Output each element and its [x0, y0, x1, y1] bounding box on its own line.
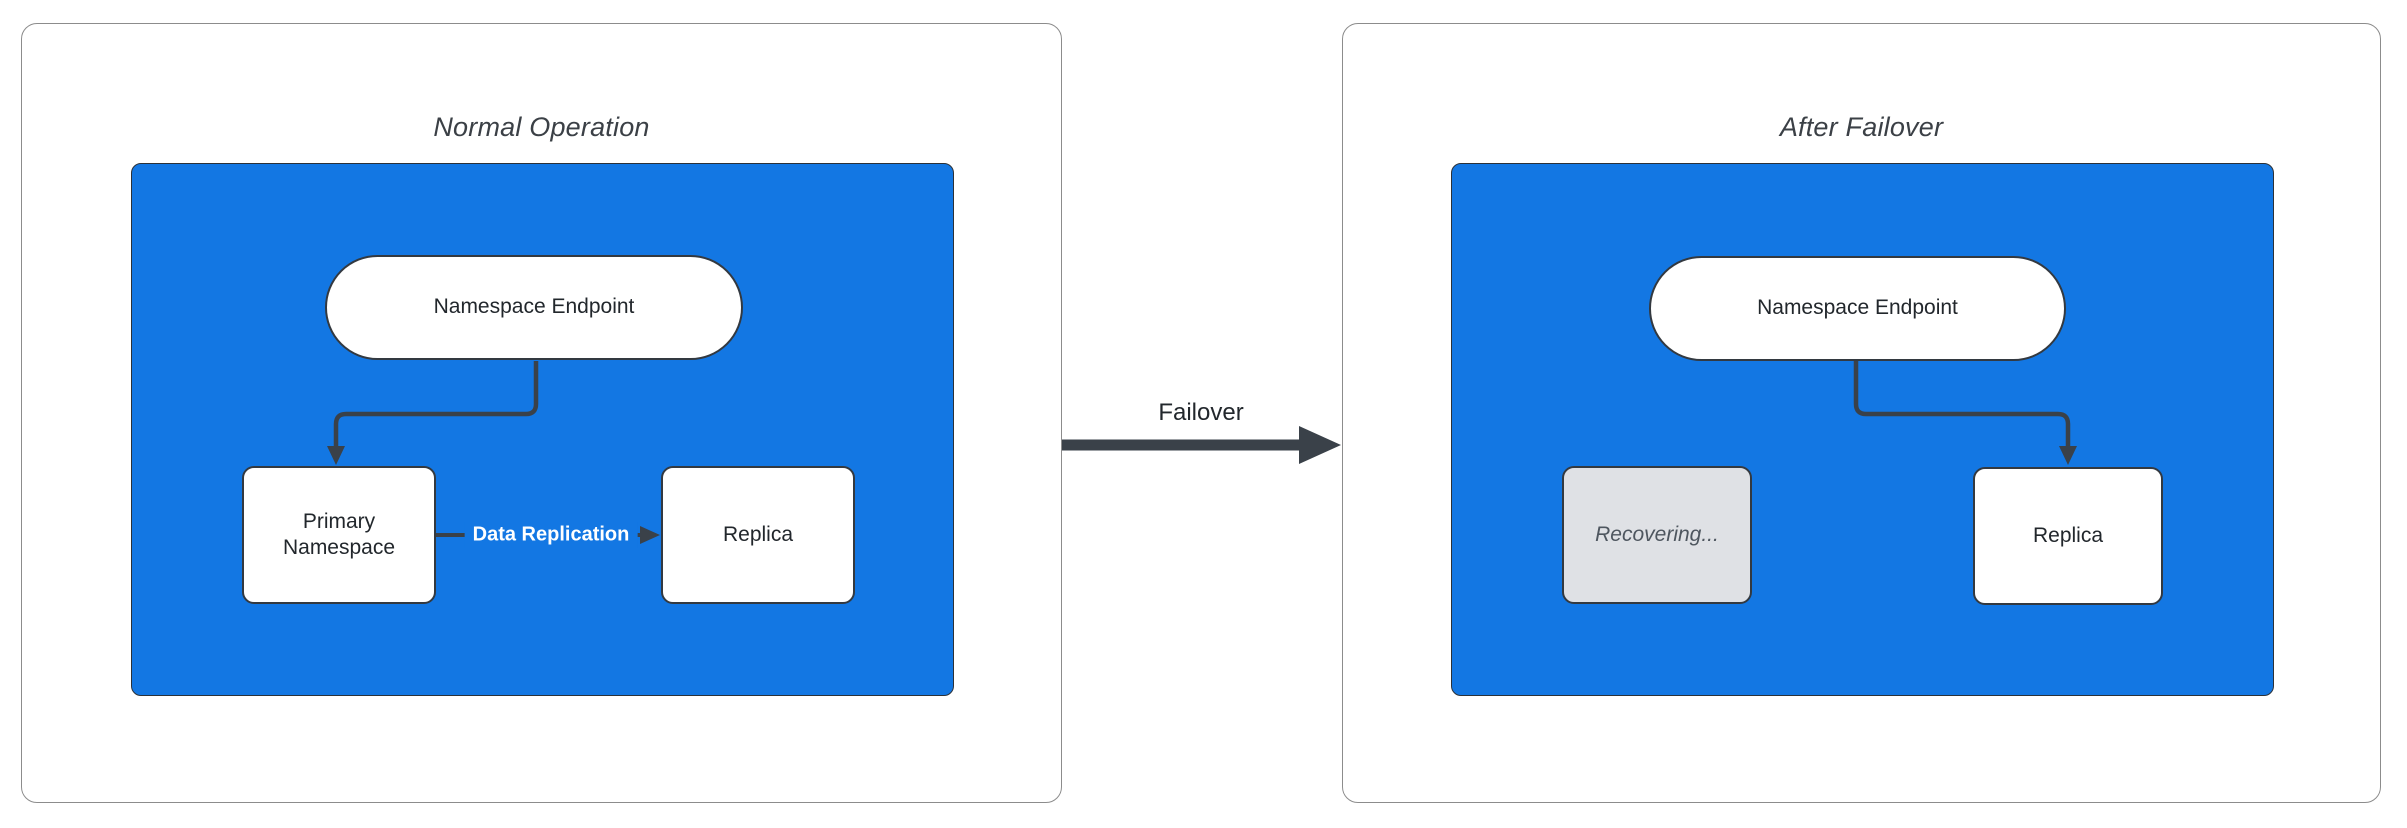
node-replica-failover: Replica	[1973, 467, 2163, 605]
panel-title-normal-operation: Normal Operation	[433, 112, 650, 142]
node-label: Replica	[722, 522, 794, 546]
node-label: Replica	[2032, 523, 2104, 547]
node-label: Recovering...	[1595, 522, 1719, 546]
edge-label-data-replication: Data Replication	[464, 521, 638, 549]
node-replica-normal: Replica	[661, 466, 855, 604]
node-primary-namespace: Primary Namespace	[242, 466, 436, 604]
cluster-failover-namespace	[1451, 163, 2274, 696]
cluster-normal-namespace	[131, 163, 954, 696]
panel-title-after-failover: After Failover	[1779, 112, 1944, 142]
node-namespace-endpoint-failover: Namespace Endpoint	[1649, 256, 2066, 361]
node-recovering: Recovering...	[1562, 466, 1752, 604]
failover-label: Failover	[1152, 399, 1250, 427]
node-label: Namespace Endpoint	[1757, 296, 1958, 320]
node-label: Namespace Endpoint	[433, 295, 635, 319]
node-label: Primary Namespace	[282, 509, 396, 559]
node-namespace-endpoint-normal: Namespace Endpoint	[325, 255, 743, 360]
arrowhead-icon	[1299, 426, 1341, 464]
